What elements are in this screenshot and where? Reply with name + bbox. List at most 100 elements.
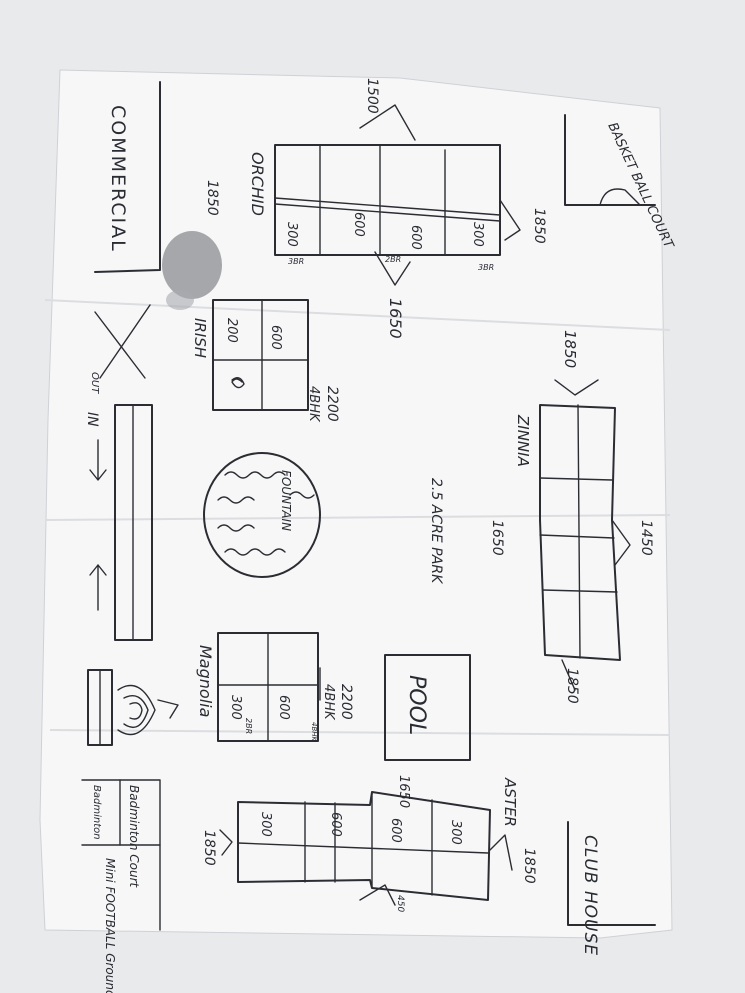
irish-scribble [231,377,245,389]
dimension-arrow [489,834,513,871]
pool-label: POOL [404,675,429,735]
orchid-dim-bottom: 1650 [386,298,405,339]
orchid-cell: 300 [284,222,299,247]
orchid-cell: 600 [351,212,366,237]
dimension-arrow [359,884,396,906]
dimension-arrow [219,829,233,856]
aster-block: ASTER 1650 1850 1850 450 300 600 600 300 [201,775,537,912]
aster-dim-top: 1650 [396,775,411,808]
aster-dim-small: 450 [395,895,405,912]
dimension-arrow [499,199,521,241]
in-out-cross [99,304,151,379]
commercial-boundary [94,81,161,273]
zinnia-divider [542,589,618,593]
in-label: IN [84,412,100,427]
flag-sketch [157,699,179,719]
fountain: FOUNTAIN [203,452,321,578]
club-house-outline [567,821,656,926]
arch-sketch [117,684,156,736]
aster-cell: 600 [328,812,343,837]
zinnia-dim-left: 1650 [489,520,505,556]
irish-block: IRISH 200 600 2200 4BHK [191,299,340,423]
zinnia-name: ZINNIA [514,414,532,467]
magnolia-dim: 2200 [338,684,354,720]
irish-cell: 200 [224,318,239,343]
sports-area: Badminton Court Badminton Mini FOOTBALL … [81,779,161,993]
in-arrow [89,439,107,481]
mini-football-label: Mini FOOTBALL Ground [103,858,117,993]
orchid-cell: 600 [408,225,423,250]
in-out-cross [94,311,146,379]
aster-cell: 300 [258,812,273,837]
orchid-sub: 2BR [385,255,401,264]
magnolia-cell: 600 [276,695,291,720]
fountain-label: FOUNTAIN [279,470,293,531]
zinnia-divider [539,534,615,539]
orchid-cell: 300 [470,222,485,247]
irish-cell: 600 [268,325,283,350]
zinnia-dim-bottom: 1850 [564,668,580,704]
water-wave [224,548,286,556]
water-wave [289,491,315,499]
magnolia-cell: 300 [228,695,243,720]
orchid-divider [274,197,501,216]
zinnia-divider [577,404,581,659]
gate-outline [87,669,113,746]
irish-outline [212,299,309,411]
ink-smudge [166,290,194,310]
zinnia-divider [539,477,613,481]
paper-fold [44,514,671,521]
aster-outline [237,791,491,901]
magnolia-name: Magnolia [196,645,215,717]
zinnia-block: ZINNIA 1850 1650 1450 1850 [489,330,654,704]
dimension-arrow [611,519,631,566]
orchid-block: ORCHID 1500 1850 1850 1650 300 600 600 3… [204,78,547,339]
orchid-dim-top: 1500 [364,78,380,114]
arch-sketch [123,695,149,728]
aster-dim-right: 1850 [521,848,537,884]
orchid-dim-right: 1850 [531,208,547,244]
water-wave [224,471,286,479]
arch-sketch [129,702,143,720]
dimension-arrow [554,379,599,396]
pool-outline [384,654,471,761]
orchid-name: ORCHID [248,152,267,216]
paper-fold [49,729,671,736]
magnolia-bhk: 4BHK [321,684,336,721]
park-label: 2.5 ACRE PARK [428,478,444,585]
fountain-outline [203,452,321,578]
zinnia-outline [539,404,621,661]
irish-name: IRISH [191,318,209,358]
entrance-road: OUT IN [84,304,153,641]
basketball-hoop-arc [599,188,641,206]
aster-cell: 600 [388,818,403,843]
orchid-sub: 3BR [288,257,304,266]
road-outline [114,404,153,641]
aster-dim-bottom: 1850 [201,830,217,866]
badminton-court-label: Badminton Court [127,785,141,889]
orchid-sub: 3BR [478,263,494,272]
basketball-court-outline [564,114,656,206]
dimension-arrow [374,251,411,286]
out-arrow [89,564,107,611]
zinnia-dim-right: 1450 [638,520,654,556]
water-wave [217,496,255,504]
magnolia-sub: 2BR [244,718,253,734]
badminton-label: Badminton [91,785,102,840]
club-house-label: CLUB HOUSE [580,835,600,956]
aster-divider [237,842,489,854]
irish-dim: 2200 [324,386,340,422]
orchid-divider [274,203,501,222]
zinnia-dim-top: 1850 [561,330,579,368]
dimension-arrow [359,104,416,141]
commercial-label: COMMERCIAL [107,105,129,253]
aster-name: ASTER [501,777,519,827]
magnolia-sub: 4BHK [310,722,318,743]
aster-cell: 300 [448,820,463,845]
irish-bhk: 4BHK [306,386,321,423]
magnolia-block: Magnolia 300 600 2BR 2200 4BHK 4BHK [196,632,354,743]
orchid-dim-left: 1850 [204,180,220,216]
water-wave [217,524,255,532]
gate-sketch [87,669,179,746]
